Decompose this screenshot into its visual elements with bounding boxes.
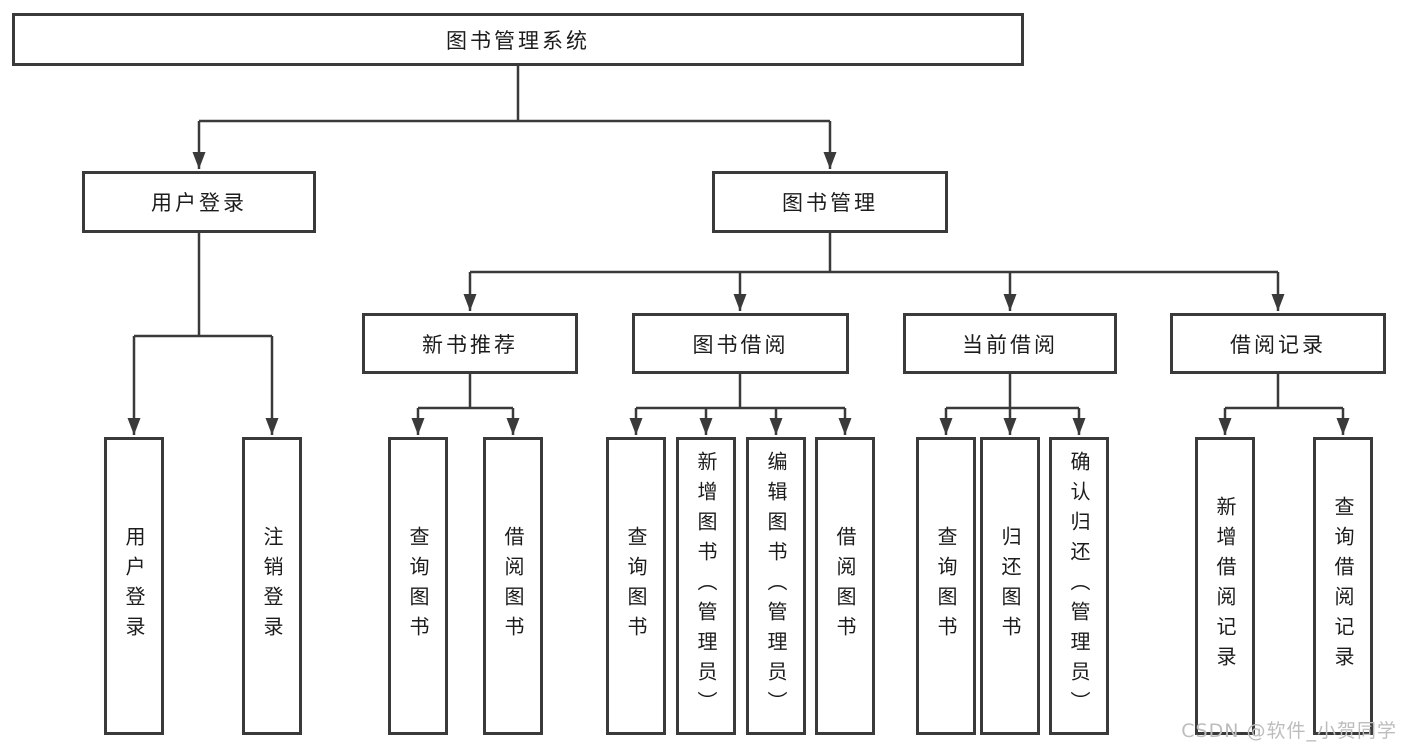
leaf-bb-borrow-books: 借阅图书 [815,437,875,735]
leaf-bb-query-books: 查询图书 [606,437,666,735]
leaf-nb-query-books-label: 查询图书 [406,526,430,646]
node-user-login-label: 用户登录 [151,191,247,215]
node-borrow-records-label: 借阅记录 [1230,332,1326,357]
leaf-logout-login: 注销登录 [242,437,302,735]
leaf-cb-confirm-return-admin-label: 确认归还（管理员） [1067,451,1091,721]
leaf-cb-return-books-label: 归还图书 [998,526,1022,646]
leaf-nb-borrow-books-label: 借阅图书 [501,526,525,646]
node-root-system: 图书管理系统 [12,13,1024,66]
leaf-cb-confirm-return-admin: 确认归还（管理员） [1049,437,1109,735]
node-current-borrow: 当前借阅 [903,313,1117,374]
leaf-nb-query-books: 查询图书 [388,437,448,735]
node-book-borrow-label: 图书借阅 [692,332,789,357]
leaf-bb-edit-books-admin: 编辑图书（管理员） [746,437,806,735]
leaf-cb-return-books: 归还图书 [980,437,1040,735]
node-current-borrow-label: 当前借阅 [962,332,1058,357]
leaf-bb-borrow-books-label: 借阅图书 [833,526,857,646]
node-new-book-recommend: 新书推荐 [362,313,578,374]
leaf-br-add-record: 新增借阅记录 [1195,437,1255,735]
leaf-logout-login-label: 注销登录 [260,526,284,646]
node-new-book-recommend-label: 新书推荐 [422,332,518,357]
leaf-user-login-label: 用户登录 [122,526,146,646]
node-book-management-label: 图书管理 [782,191,878,215]
csdn-watermark: CSDN @软件_小贺同学 [1181,720,1397,742]
leaf-br-query-record-label: 查询借阅记录 [1331,496,1355,676]
leaf-br-query-record: 查询借阅记录 [1313,437,1373,735]
leaf-user-login: 用户登录 [104,437,164,735]
node-root-label: 图书管理系统 [446,28,590,53]
leaf-br-add-record-label: 新增借阅记录 [1213,496,1237,676]
leaf-bb-add-books-admin-label: 新增图书（管理员） [694,451,718,721]
node-book-borrow: 图书借阅 [632,313,849,374]
leaf-cb-query-books-label: 查询图书 [934,526,958,646]
leaf-bb-query-books-label: 查询图书 [624,526,648,646]
node-book-management: 图书管理 [712,171,948,233]
leaf-cb-query-books: 查询图书 [916,437,976,735]
node-user-login: 用户登录 [82,171,316,233]
node-borrow-records: 借阅记录 [1170,313,1386,374]
leaf-nb-borrow-books: 借阅图书 [483,437,543,735]
leaf-bb-edit-books-admin-label: 编辑图书（管理员） [764,451,788,721]
leaf-bb-add-books-admin: 新增图书（管理员） [676,437,736,735]
